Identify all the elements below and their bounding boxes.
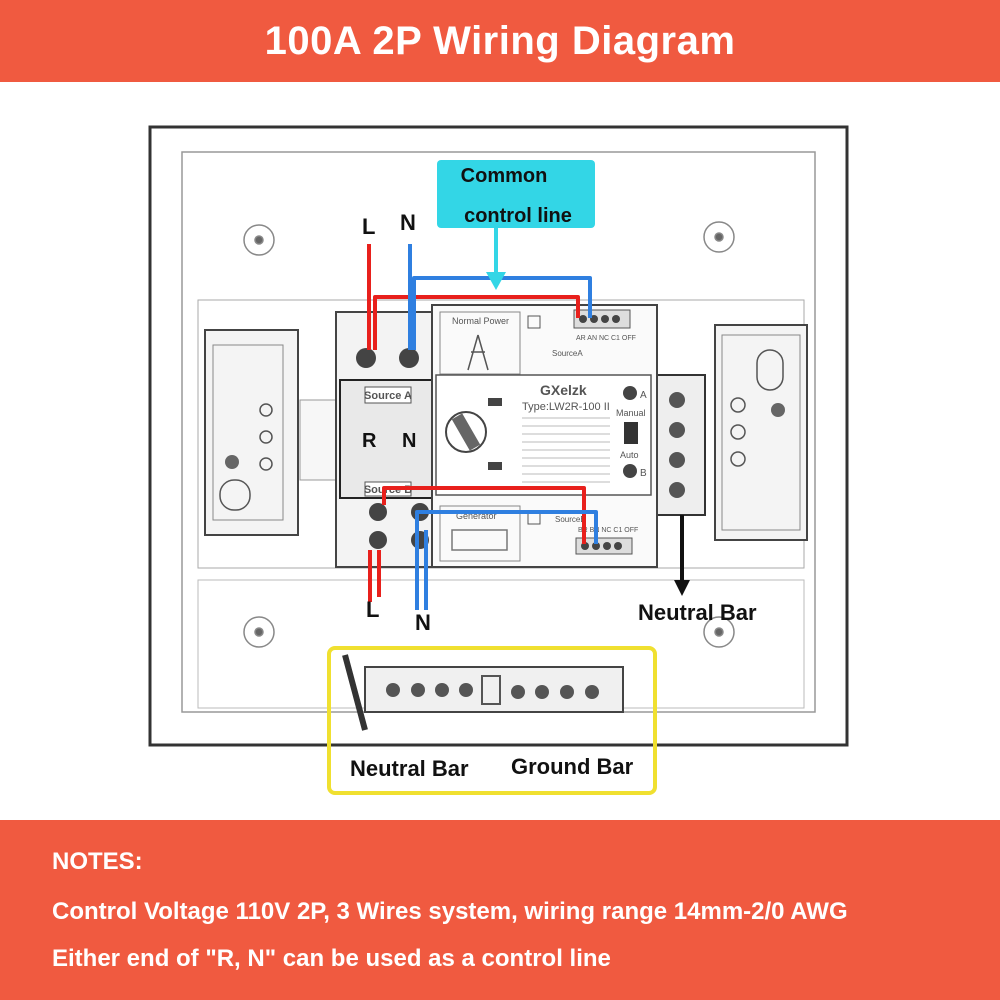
- notes-heading: NOTES:: [52, 848, 143, 875]
- bottom-bar-highlight-box: [327, 646, 657, 795]
- device-auto-label: Auto: [620, 450, 639, 460]
- selector-knob: [445, 411, 487, 453]
- device-manual-label: Manual: [616, 408, 646, 418]
- mounting-screws: [243, 221, 735, 648]
- device-a-label: A: [640, 390, 647, 401]
- device-source-a-small-label: SourceA: [552, 349, 583, 358]
- neutral-wire-bottom-source: [415, 510, 598, 610]
- neutral-bar-right-label: Neutral Bar: [638, 600, 757, 625]
- device-type-label: Type:LW2R-100 II: [522, 401, 610, 413]
- bottom-bar-assembly: [342, 654, 624, 731]
- bottom-n-label: N: [415, 610, 431, 635]
- device-brand-label: GXelzk: [540, 382, 587, 398]
- common-control-line-callout: Common control line: [437, 160, 595, 290]
- ground-bar-label: Ground Bar: [511, 754, 634, 779]
- live-control-line-bottom: [382, 486, 586, 544]
- notes-line-1: Control Voltage 110V 2P, 3 Wires system,…: [52, 898, 848, 925]
- breaker-r-label: R: [362, 430, 377, 452]
- notes-section: NOTES: Control Voltage 110V 2P, 3 Wires …: [0, 820, 1000, 1000]
- top-l-label: L: [362, 214, 375, 239]
- device-terminals-bottom-label: BR BN NC C1 OFF: [578, 527, 638, 534]
- device-b-label: B: [640, 468, 647, 479]
- right-mounting-bracket: [714, 324, 808, 541]
- notes-line-2: Either end of "R, N" can be used as a co…: [52, 945, 611, 972]
- manual-auto-switch: [624, 422, 638, 444]
- callout-common-line1: Common: [461, 165, 548, 187]
- circuit-breaker: Source A R N Source B: [335, 311, 437, 568]
- top-n-label: N: [400, 210, 416, 235]
- breaker-n-label: N: [402, 430, 416, 452]
- device-generator-label: Generator: [456, 511, 497, 521]
- wiring-diagram: Source A R N Source B Normal Power Sourc…: [0, 82, 1000, 820]
- breaker-source-a-label: Source A: [364, 390, 412, 402]
- left-mounting-bracket: [204, 329, 299, 536]
- device-source-b-small-label: SourceB: [555, 515, 586, 524]
- neutral-bar-bottom-label: Neutral Bar: [350, 756, 469, 781]
- device-terminals-top-label: AR AN NC C1 OFF: [576, 335, 636, 342]
- right-neutral-bar: [649, 374, 706, 516]
- bottom-l-label: L: [366, 597, 379, 622]
- device-normal-power-label: Normal Power: [452, 316, 509, 326]
- live-control-line-top: [373, 295, 580, 350]
- live-wires: [367, 244, 586, 602]
- transfer-switch-device: Normal Power SourceA AR AN NC C1 OFF GXe…: [431, 304, 658, 568]
- callout-common-line2: control line: [464, 205, 572, 227]
- page-title: 100A 2P Wiring Diagram: [264, 18, 736, 63]
- title-banner: 100A 2P Wiring Diagram: [0, 0, 1000, 82]
